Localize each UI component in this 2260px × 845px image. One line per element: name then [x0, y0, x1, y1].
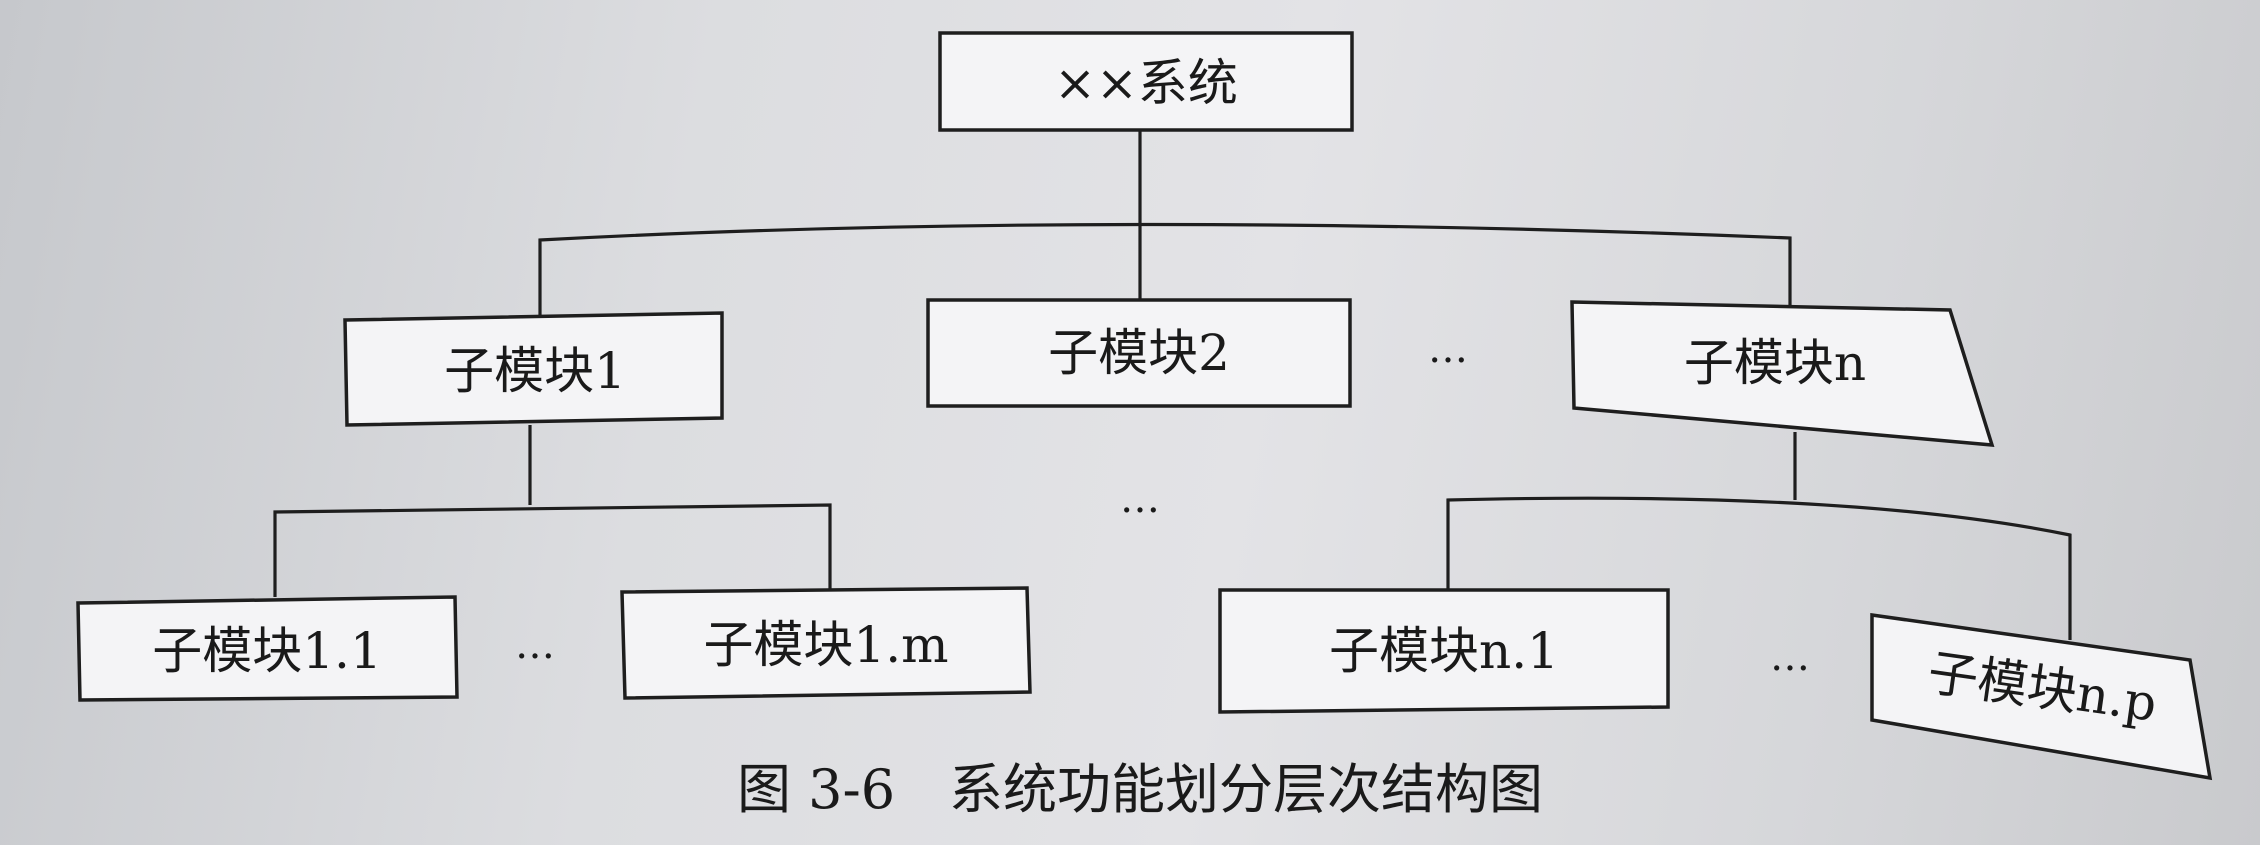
middle-ellipsis: … — [1120, 476, 1160, 522]
module-n-p-node: 子模块n.p — [1870, 612, 2213, 781]
connector-module-1-bus — [273, 503, 832, 597]
module-1-m-label: 子模块1.m — [703, 616, 948, 674]
module-1-1-node: 子模块1.1 — [76, 595, 459, 702]
root-label: ××系统 — [1054, 54, 1238, 112]
figure-caption: 图 3-6 系统功能划分层次结构图 — [737, 758, 1543, 821]
connector-level1-bus — [538, 222, 1792, 320]
module-1-box — [343, 311, 724, 427]
module-n-label: 子模块n — [1684, 334, 1866, 392]
module-n-1-node: 子模块n.1 — [1218, 588, 1670, 714]
module-2-label: 子模块2 — [1048, 324, 1230, 382]
root-node: ××系统 — [938, 31, 1354, 132]
level1-ellipsis: … — [1428, 326, 1468, 372]
module-n-node: 子模块n — [1570, 300, 1995, 447]
module-n-1-box — [1218, 588, 1670, 714]
connectors — [273, 130, 2072, 640]
module-1-m-node: 子模块1.m — [620, 586, 1032, 700]
level2-ellipsis-right: … — [1770, 634, 1810, 680]
module-n-p-box — [1870, 612, 2213, 781]
module-n-box — [1570, 300, 1995, 447]
level2-ellipsis-left: … — [515, 622, 555, 668]
module-1-1-box — [76, 595, 459, 702]
module-1-m-box — [620, 586, 1032, 700]
module-1-1-label: 子模块1.1 — [152, 622, 382, 680]
connector-module-n-bus — [1446, 496, 2072, 640]
module-1-node: 子模块1 — [343, 311, 724, 427]
module-n-1-label: 子模块n.1 — [1329, 622, 1559, 680]
module-2-box — [926, 298, 1352, 408]
module-1-label: 子模块1 — [444, 342, 626, 400]
root-box — [938, 31, 1354, 132]
module-2-node: 子模块2 — [926, 298, 1352, 408]
